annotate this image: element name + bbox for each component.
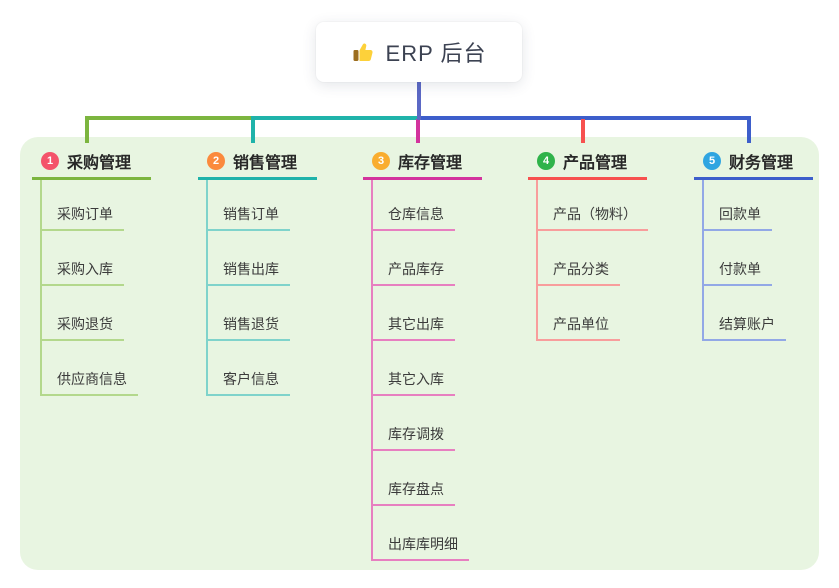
leaf-node[interactable]: 产品库存 xyxy=(388,261,444,277)
leaf-node[interactable]: 采购入库 xyxy=(57,261,113,277)
connector-drop-branch-3 xyxy=(416,119,420,143)
root-node-label: ERP 后台 xyxy=(385,41,487,66)
connector-drop-branch-5 xyxy=(747,119,751,143)
connector-bus-mid-teal xyxy=(251,116,421,120)
leaf-node[interactable]: 出库库明细 xyxy=(388,536,458,552)
leaf-node[interactable]: 产品（物料） xyxy=(553,206,637,222)
leaf-underline xyxy=(371,229,455,231)
leaf-underline xyxy=(206,339,290,341)
branch-label: 销售管理 xyxy=(233,155,298,172)
leaf-node[interactable]: 仓库信息 xyxy=(388,206,444,222)
branch-trunk-line xyxy=(371,180,373,561)
branch-underline xyxy=(198,177,317,180)
leaf-node[interactable]: 其它入库 xyxy=(388,371,444,387)
branch-trunk-line xyxy=(40,180,42,396)
leaf-underline xyxy=(40,394,138,396)
leaf-underline xyxy=(371,394,455,396)
leaf-node[interactable]: 销售订单 xyxy=(223,206,279,222)
mindmap-canvas xyxy=(20,137,819,570)
branch-node-3[interactable]: 3 库存管理 xyxy=(372,149,462,173)
leaf-node[interactable]: 销售退货 xyxy=(223,316,279,332)
leaf-underline xyxy=(702,339,786,341)
connector-root-drop xyxy=(417,82,421,120)
leaf-underline xyxy=(702,229,772,231)
branch-label: 财务管理 xyxy=(729,155,794,172)
leaf-node[interactable]: 回款单 xyxy=(719,206,761,222)
leaf-underline xyxy=(536,284,620,286)
thumbs-up-icon xyxy=(353,43,373,61)
branch-node-1[interactable]: 1 采购管理 xyxy=(41,149,131,173)
leaf-node[interactable]: 销售出库 xyxy=(223,261,279,277)
branch-underline xyxy=(694,177,813,180)
connector-drop-branch-4 xyxy=(581,119,585,143)
branch-trunk-line xyxy=(702,180,704,341)
branch-trunk-line xyxy=(206,180,208,396)
leaf-underline xyxy=(206,284,290,286)
connector-bus-right-blue xyxy=(417,116,751,120)
branch-underline xyxy=(32,177,151,180)
leaf-underline xyxy=(536,339,620,341)
leaf-node[interactable]: 供应商信息 xyxy=(57,371,127,387)
leaf-underline xyxy=(371,284,455,286)
leaf-node[interactable]: 库存调拨 xyxy=(388,426,444,442)
leaf-underline xyxy=(371,449,455,451)
branch-number-badge: 3 xyxy=(372,152,390,170)
branch-number-badge: 1 xyxy=(41,152,59,170)
branch-number-badge: 2 xyxy=(207,152,225,170)
leaf-node[interactable]: 产品单位 xyxy=(553,316,609,332)
branch-underline xyxy=(363,177,482,180)
branch-node-2[interactable]: 2 销售管理 xyxy=(207,149,297,173)
connector-drop-branch-2 xyxy=(251,119,255,143)
leaf-node[interactable]: 客户信息 xyxy=(223,371,279,387)
leaf-node[interactable]: 库存盘点 xyxy=(388,481,444,497)
branch-node-5[interactable]: 5 财务管理 xyxy=(703,149,793,173)
leaf-node[interactable]: 其它出库 xyxy=(388,316,444,332)
branch-number-badge: 5 xyxy=(703,152,721,170)
leaf-node[interactable]: 采购订单 xyxy=(57,206,113,222)
leaf-node[interactable]: 采购退货 xyxy=(57,316,113,332)
leaf-node[interactable]: 产品分类 xyxy=(553,261,609,277)
branch-label: 采购管理 xyxy=(67,155,132,172)
branch-node-4[interactable]: 4 产品管理 xyxy=(537,149,627,173)
leaf-underline xyxy=(40,284,124,286)
leaf-underline xyxy=(40,339,124,341)
branch-underline xyxy=(528,177,647,180)
leaf-node[interactable]: 付款单 xyxy=(719,261,761,277)
branch-label: 库存管理 xyxy=(398,155,463,172)
leaf-node[interactable]: 结算账户 xyxy=(719,316,775,332)
leaf-underline xyxy=(371,559,469,561)
branch-number-badge: 4 xyxy=(537,152,555,170)
leaf-underline xyxy=(206,229,290,231)
leaf-underline xyxy=(371,504,455,506)
branch-label: 产品管理 xyxy=(563,155,628,172)
leaf-underline xyxy=(702,284,772,286)
leaf-underline xyxy=(206,394,290,396)
branch-trunk-line xyxy=(536,180,538,341)
leaf-underline xyxy=(536,229,648,231)
root-node-erp-backend[interactable]: ERP 后台 xyxy=(316,22,522,82)
leaf-underline xyxy=(371,339,455,341)
connector-drop-branch-1 xyxy=(85,119,89,143)
leaf-underline xyxy=(40,229,124,231)
